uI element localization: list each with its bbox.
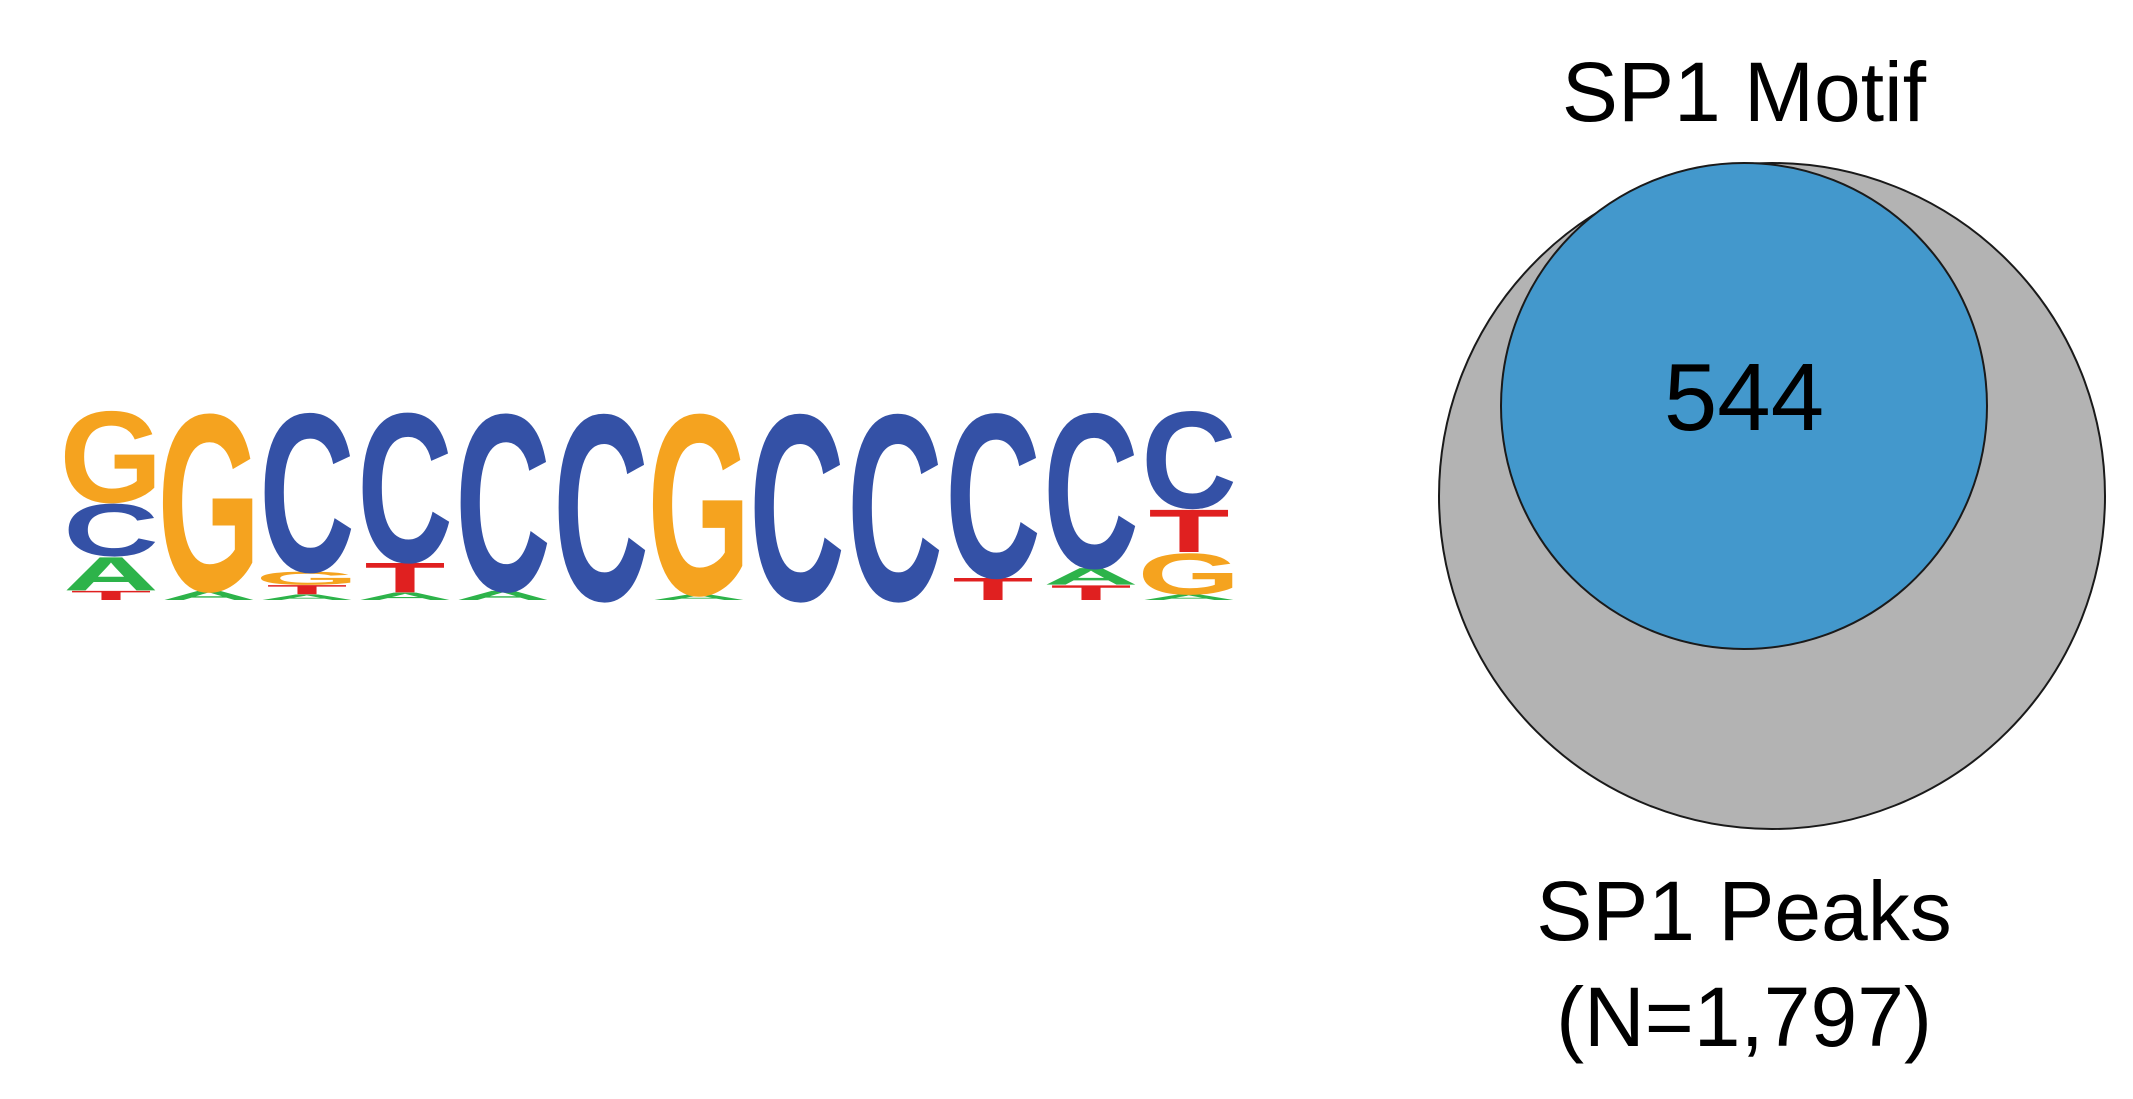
logo-letter-g: G — [158, 361, 261, 644]
logo-letter-c: C — [357, 368, 453, 607]
logo-letter-g: G — [648, 360, 751, 650]
logo-letter-t: T — [267, 582, 348, 597]
logo-letter-c: C — [1043, 367, 1139, 615]
logo-letter-c: C — [945, 366, 1041, 627]
sp1-motif-circle — [1500, 162, 1988, 650]
inner-circle-title: SP1 Motif — [1562, 45, 1927, 139]
logo-letter-t: T — [1149, 497, 1230, 565]
inner-count-label: 544 — [1664, 344, 1824, 451]
logo-letter-a: A — [63, 548, 159, 602]
logo-letter-a: A — [161, 588, 257, 603]
logo-letter-c: C — [749, 358, 845, 657]
logo-letter-t: T — [1051, 581, 1132, 605]
logo-letter-t: T — [953, 571, 1034, 607]
logo-letter-g: G — [60, 384, 163, 530]
outer-circle-count: (N=1,797) — [1556, 970, 1932, 1064]
logo-letter-a: A — [651, 593, 747, 602]
logo-letter-a: A — [259, 593, 355, 602]
logo-letter-g: G — [1138, 541, 1241, 607]
outer-circle-title: SP1 Peaks — [1536, 864, 1952, 958]
logo-letter-a: A — [1043, 563, 1139, 590]
logo-letter-c: C — [63, 488, 159, 571]
logo-letter-a: A — [1141, 593, 1237, 602]
logo-letter-c: C — [553, 358, 649, 657]
logo-letter-c: C — [847, 358, 943, 657]
logo-letter-a: A — [455, 588, 551, 603]
logo-letter-c: C — [1141, 382, 1237, 537]
venn-diagram: SP1 Motif 544 SP1 Peaks (N=1,797) — [1438, 45, 2106, 1064]
logo-letter-c: C — [455, 361, 551, 644]
logo-letter-g: G — [256, 568, 359, 589]
logo-letter-a: A — [357, 590, 453, 602]
logo-letter-c: C — [259, 367, 355, 620]
logo-letter-t: T — [71, 588, 152, 603]
logo-letter-t: T — [365, 554, 446, 602]
